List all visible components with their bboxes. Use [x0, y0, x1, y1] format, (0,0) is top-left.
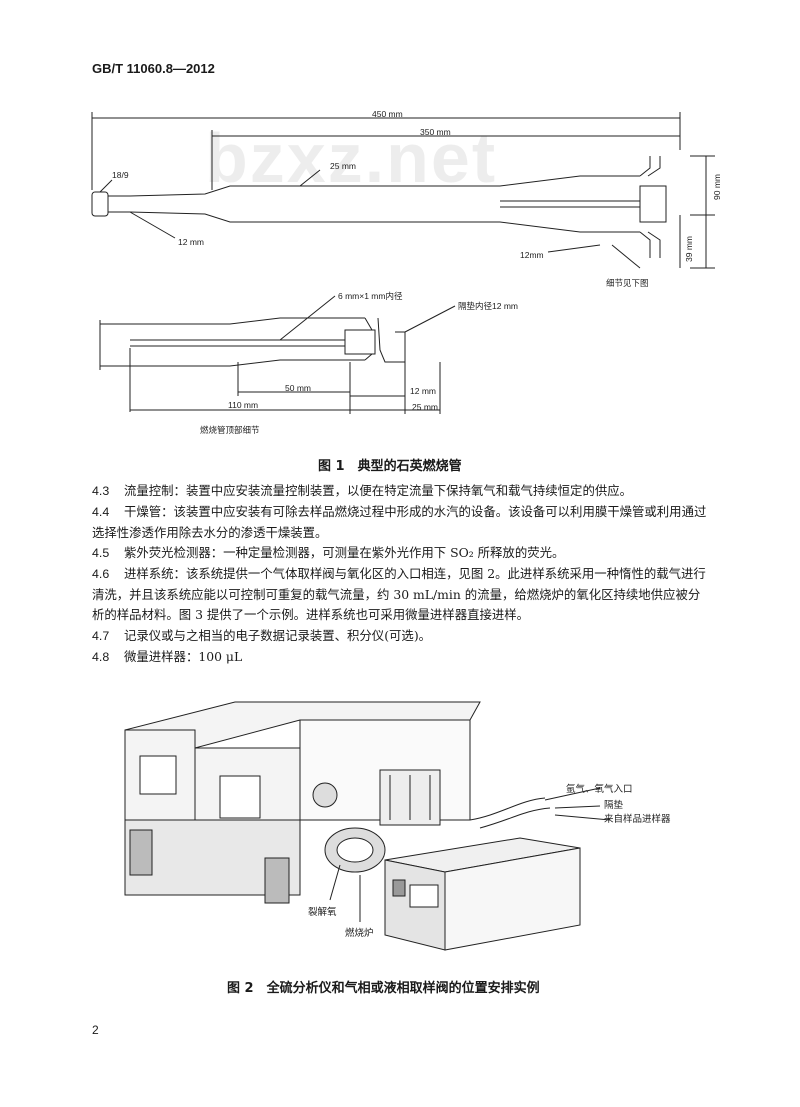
clause-number: 4.6: [92, 567, 110, 581]
dim-12-left-label: 12 mm: [178, 237, 204, 247]
clause-4-3: 4.3 流量控制：装置中应安装流量控制装置，以便在特定流量下保持氧气和载气持续恒定…: [92, 481, 712, 502]
pyro-oxygen-label: 裂解氧: [308, 907, 337, 918]
dim-50-label: 50 mm: [285, 383, 311, 393]
furnace-label: 燃烧炉: [345, 928, 374, 939]
dim-18-9-label: 18/9: [112, 170, 129, 180]
clause-text: 流量控制：装置中应安装流量控制装置，以便在特定流量下保持氧气和载气持续恒定的供应…: [124, 483, 633, 498]
dim-350-label: 350 mm: [420, 127, 451, 137]
clause-4-7: 4.7 记录仪或与之相当的电子数据记录装置、积分仪(可选)。: [92, 626, 712, 647]
clause-number: 4.5: [92, 546, 110, 560]
clause-text: 进样系统：该系统提供一个气体取样阀与氧化区的入口相连，见图 2。此进样系统采用一…: [92, 566, 706, 622]
clause-text: 微量进样器：100 μL: [124, 649, 243, 664]
septum-inner-label: 隔垫内径12 mm: [458, 301, 518, 311]
clause-4-8: 4.8 微量进样器：100 μL: [92, 647, 712, 668]
clause-number: 4.3: [92, 484, 110, 498]
dim-25-b-label: 25 mm: [412, 402, 438, 412]
clause-number: 4.4: [92, 505, 110, 519]
clause-4-5: 4.5 紫外荧光检测器：一种定量检测器，可测量在紫外光作用下 SO₂ 所释放的荧光…: [92, 543, 712, 564]
detail-caption-label: 燃烧管顶部细节: [200, 425, 260, 435]
dim-450-label: 450 mm: [372, 109, 403, 119]
clause-number: 4.7: [92, 629, 110, 643]
septum-label: 隔垫: [604, 800, 624, 811]
detail-note-label: 细节见下图: [606, 278, 649, 288]
figure2-drawing: [124, 701, 611, 951]
dim-12-right-label: 12mm: [520, 250, 544, 260]
dim-90-label: 90 mm: [712, 174, 722, 200]
figure1-caption: 图 1 典型的石英燃烧管: [318, 459, 462, 474]
dim-39-label: 39 mm: [684, 236, 694, 262]
figure1-drawing: [91, 112, 715, 414]
figure2-caption: 图 2 全硫分析仪和气相或液相取样阀的位置安排实例: [227, 981, 540, 996]
dim-25-label: 25 mm: [330, 161, 356, 171]
gas-inlet-label: 氩气、氧气入口: [566, 784, 633, 795]
page-number: 2: [92, 1023, 99, 1037]
standard-header: GB/T 11060.8—2012: [92, 61, 215, 76]
clause-text: 记录仪或与之相当的电子数据记录装置、积分仪(可选)。: [124, 628, 432, 643]
inner-tube-label: 6 mm×1 mm内径: [338, 291, 403, 301]
watermark: bzxz.net: [205, 119, 498, 197]
from-sampler-label: 来自样品进样器: [604, 814, 671, 825]
dim-110-label: 110 mm: [228, 400, 259, 410]
dim-12-b-label: 12 mm: [410, 386, 436, 396]
clause-text: 干燥管：该装置中应安装有可除去样品燃烧过程中形成的水汽的设备。该设备可以利用膜干…: [92, 504, 707, 540]
clause-number: 4.8: [92, 650, 110, 664]
clause-text: 紫外荧光检测器：一种定量检测器，可测量在紫外光作用下 SO₂ 所释放的荧光。: [124, 545, 565, 560]
